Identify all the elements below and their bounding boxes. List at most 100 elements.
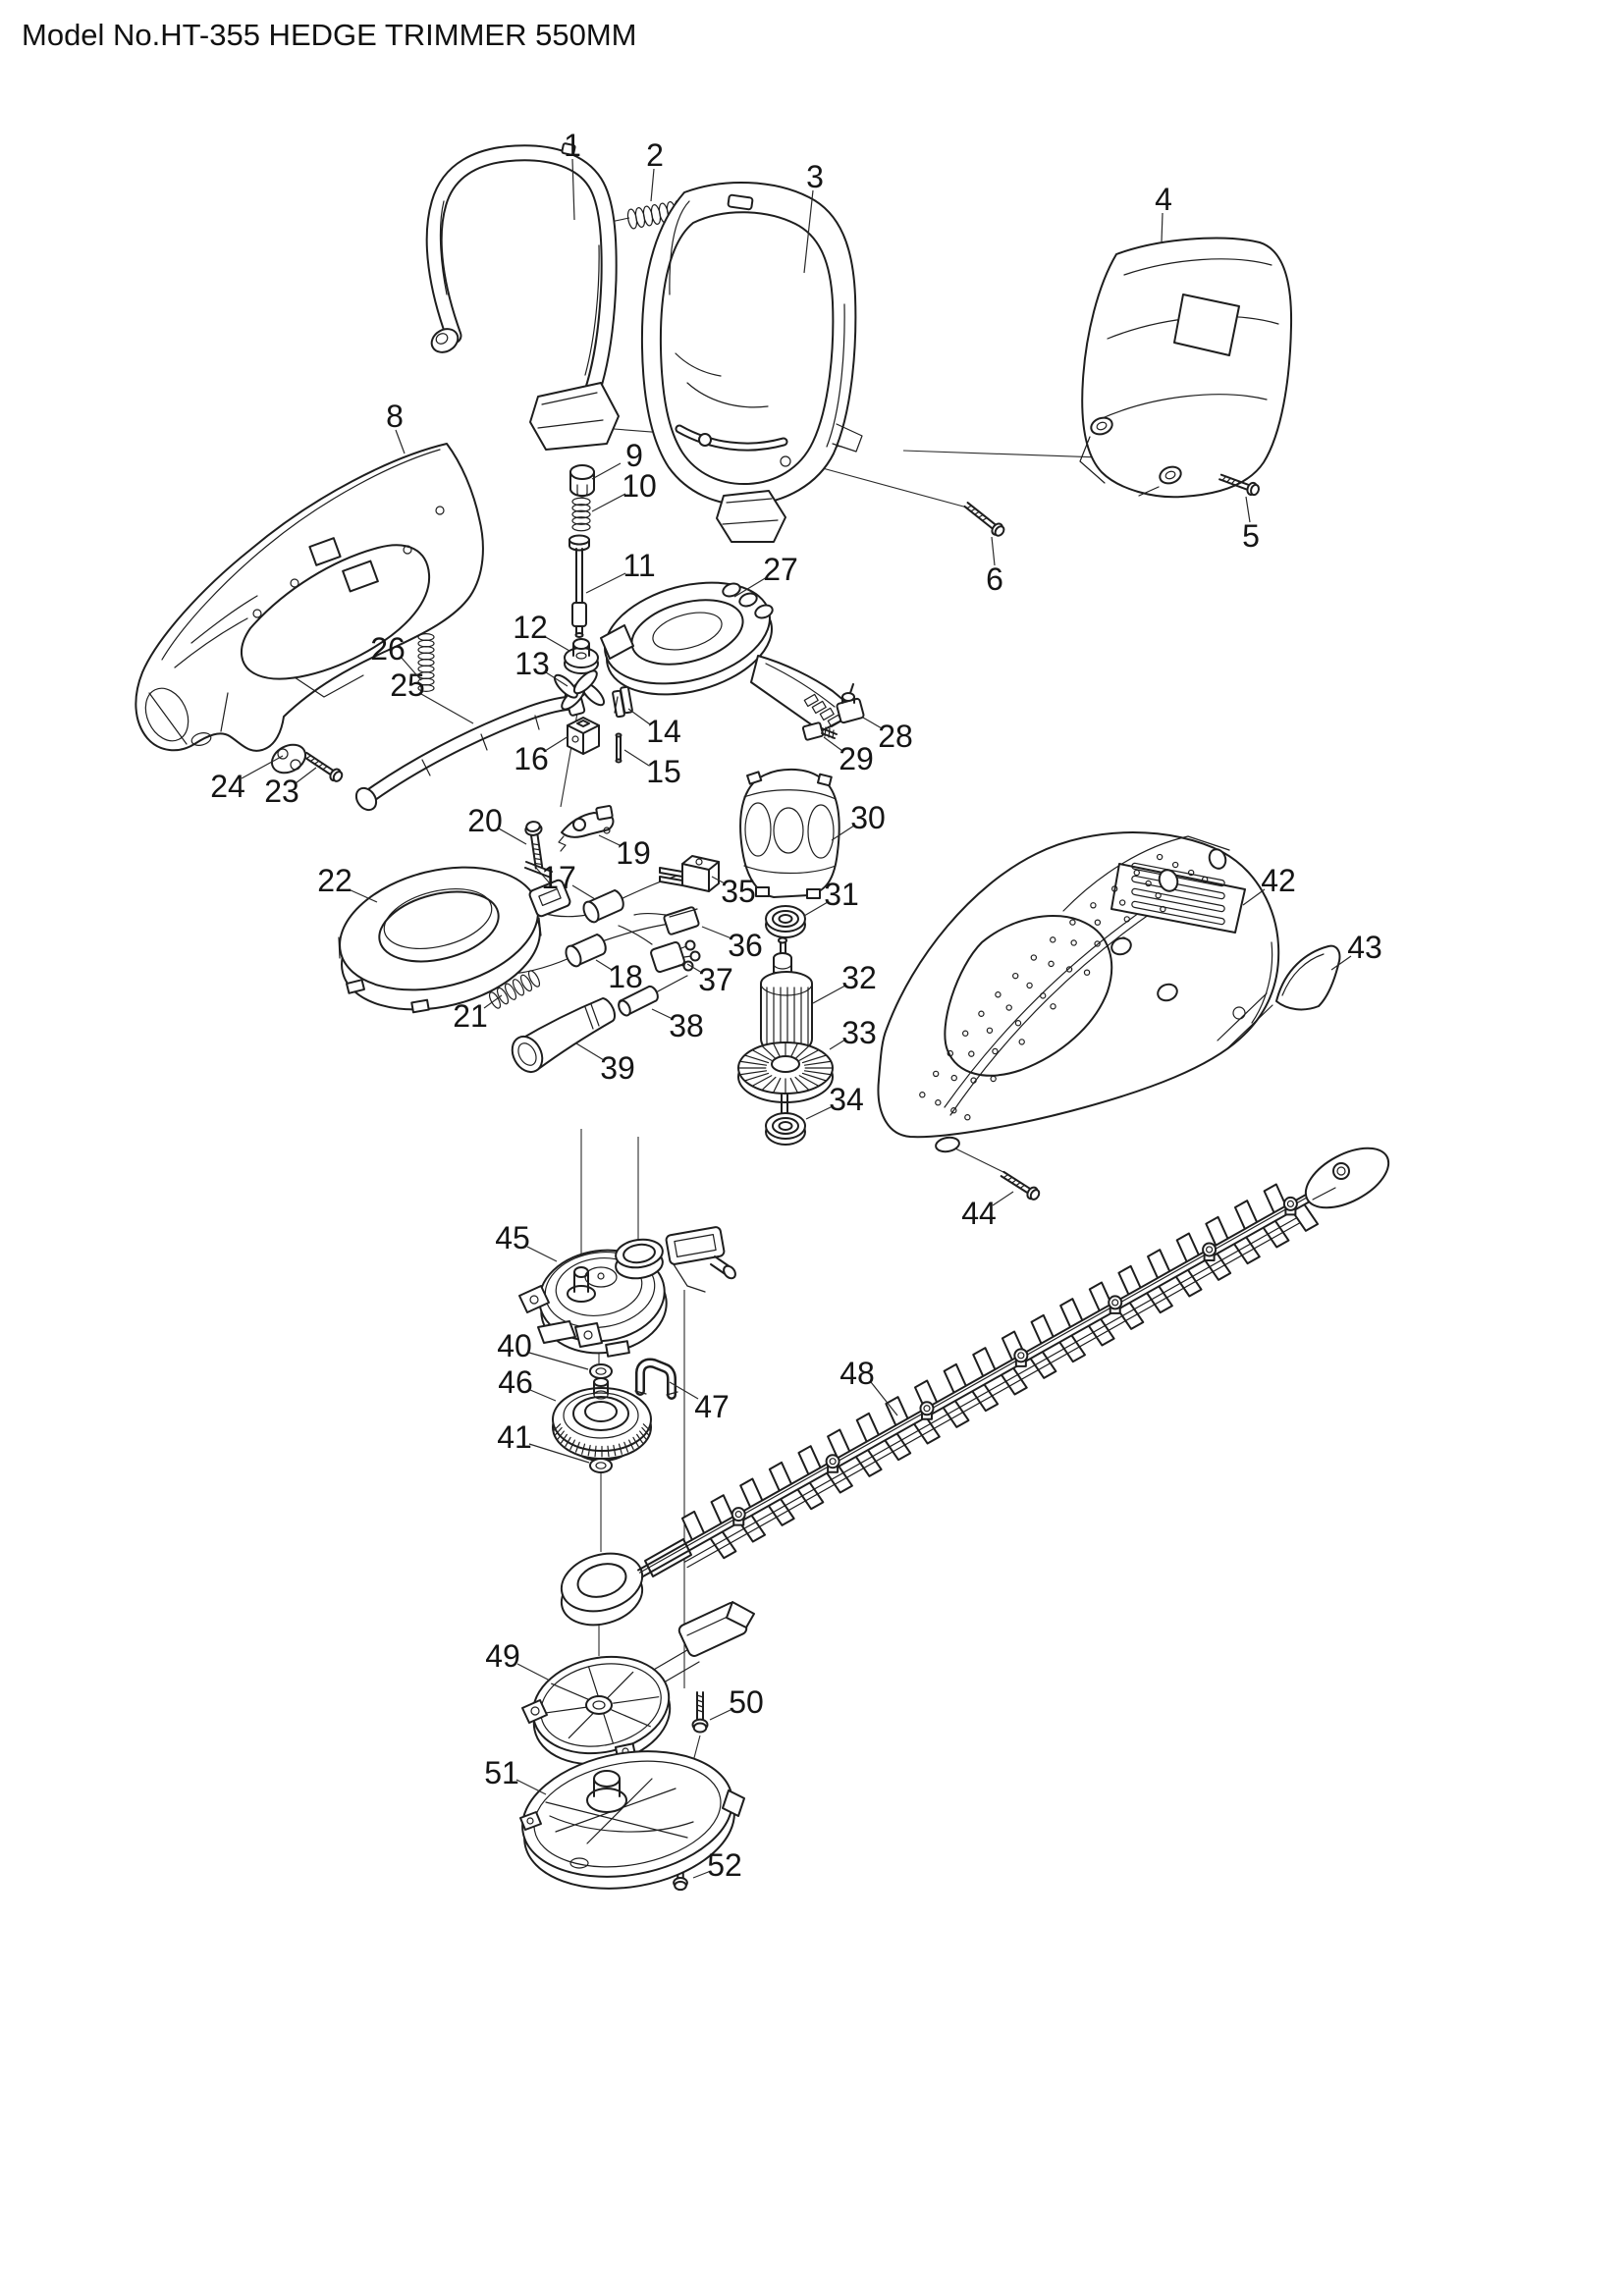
part-number-10: 10 (622, 468, 657, 504)
part-callout-50: 50 (709, 1684, 764, 1721)
part-callout-47: 47 (669, 1381, 730, 1424)
part-callout-3: 3 (803, 159, 824, 274)
part-24-plate (270, 743, 307, 774)
part-callout-35: 35 (711, 874, 756, 909)
assembly-alignment-lines (535, 201, 1157, 1853)
part-49-cover-plate (521, 1601, 755, 1766)
part-number-38: 38 (669, 1008, 704, 1043)
part-number-35: 35 (721, 874, 756, 909)
part-callout-28: 28 (862, 717, 913, 754)
part-13-impeller (553, 669, 606, 711)
part-number-16: 16 (514, 741, 549, 776)
part-number-27: 27 (763, 552, 798, 587)
part-callout-12: 12 (513, 610, 570, 652)
part-number-42: 42 (1261, 863, 1296, 898)
part-number-25: 25 (390, 667, 425, 703)
part-number-41: 41 (497, 1419, 532, 1455)
part-callout-1: 1 (564, 128, 581, 221)
part-30-field-stator (739, 768, 840, 899)
part-number-21: 21 (453, 998, 488, 1034)
part-43-cord-guard (1275, 944, 1341, 1011)
part-callout-41: 41 (497, 1419, 590, 1464)
part-41-washer (589, 1458, 613, 1473)
compression-springs (417, 497, 591, 1009)
part-15-pin (615, 732, 623, 764)
part-callout-2: 2 (646, 137, 664, 202)
part-number-28: 28 (878, 719, 913, 754)
part-number-29: 29 (839, 741, 874, 776)
part-51-bottom-cover (519, 1750, 745, 1890)
part-number-34: 34 (829, 1082, 864, 1117)
part-number-33: 33 (841, 1015, 877, 1050)
part-18-capacitor (565, 934, 607, 968)
part-callout-11: 11 (585, 548, 656, 594)
part-number-32: 32 (841, 960, 877, 995)
part-39-grip-tube (511, 997, 617, 1074)
part-33-fan (737, 1041, 834, 1120)
part-callout-48: 48 (839, 1356, 898, 1416)
part-14-key-plate (612, 685, 633, 719)
part-42-rear-handle-housing (877, 831, 1280, 1153)
part-9-cap (569, 464, 595, 498)
part-number-17: 17 (541, 860, 576, 895)
part-28-switch (836, 683, 865, 724)
part-callout-15: 15 (623, 749, 681, 789)
part-number-51: 51 (484, 1755, 519, 1790)
part-callout-33: 33 (829, 1015, 877, 1050)
part-35-switch (659, 855, 720, 892)
part-number-43: 43 (1347, 930, 1382, 965)
part-37-connector (650, 939, 701, 974)
part-callout-24: 24 (210, 755, 284, 804)
part-number-45: 45 (495, 1220, 530, 1255)
part-callout-46: 46 (498, 1364, 557, 1402)
part-callout-40: 40 (497, 1328, 589, 1370)
part-callout-44: 44 (961, 1191, 1014, 1231)
part-callout-4: 4 (1155, 182, 1172, 242)
part-callout-38: 38 (651, 1008, 704, 1043)
part-number-11: 11 (623, 548, 655, 583)
part-callout-25: 25 (390, 667, 474, 724)
part-4-hand-guard (1079, 237, 1293, 499)
part-27-fan-housing (600, 581, 850, 732)
part-number-31: 31 (824, 877, 859, 912)
part-40-washer (589, 1363, 613, 1379)
part-number-30: 30 (850, 800, 886, 835)
part-callout-49: 49 (485, 1638, 551, 1682)
part-number-20: 20 (467, 803, 503, 838)
part-1-front-handle (425, 142, 620, 451)
part-22-handle-base (338, 866, 571, 1014)
part-callout-13: 13 (514, 646, 568, 687)
part-number-48: 48 (839, 1356, 875, 1391)
part-number-40: 40 (497, 1328, 532, 1363)
part-17-capacitor (582, 889, 624, 924)
part-callout-5: 5 (1242, 496, 1260, 554)
part-callout-6: 6 (986, 536, 1003, 597)
part-number-52: 52 (707, 1847, 742, 1883)
part-callout-17: 17 (541, 860, 596, 900)
part-number-18: 18 (608, 959, 643, 994)
part-11-rod (568, 534, 590, 638)
part-callout-34: 34 (805, 1082, 864, 1120)
part-callout-31: 31 (803, 877, 859, 917)
part-callout-19: 19 (598, 834, 651, 871)
part-29-plug (801, 721, 838, 741)
part-number-8: 8 (386, 399, 404, 434)
part-16-block (567, 717, 600, 755)
part-number-9: 9 (625, 438, 643, 473)
page-title: Model No.HT-355 HEDGE TRIMMER 550MM (22, 18, 637, 52)
part-number-49: 49 (485, 1638, 520, 1674)
part-47-clamp (634, 1358, 678, 1400)
part-number-23: 23 (264, 774, 299, 809)
part-number-13: 13 (514, 646, 550, 681)
part-callout-42: 42 (1242, 863, 1296, 906)
part-callout-39: 39 (575, 1042, 635, 1086)
part-callout-30: 30 (831, 800, 886, 841)
part-46-gear (552, 1377, 652, 1462)
part-callout-18: 18 (595, 959, 643, 994)
part-number-6: 6 (986, 561, 1003, 597)
part-callout-27: 27 (733, 552, 798, 598)
part-number-4: 4 (1155, 182, 1172, 217)
part-number-15: 15 (646, 754, 681, 789)
